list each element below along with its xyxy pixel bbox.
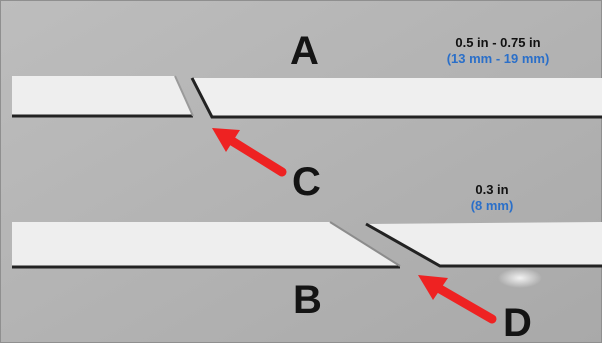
gap-b-measurement: 0.3 in (8 mm)	[452, 182, 532, 214]
arrow-d	[418, 275, 497, 324]
gap-b-metric: (8 mm)	[470, 198, 514, 213]
strip-b-left	[12, 221, 401, 269]
gap-a-measurement: 0.5 in - 0.75 in (13 mm - 19 mm)	[428, 35, 568, 67]
gap-a-metric: (13 mm - 19 mm)	[446, 51, 550, 66]
gap-a-imperial: 0.5 in - 0.75 in	[455, 35, 541, 50]
label-c: C	[292, 160, 321, 204]
gap-b-imperial: 0.3 in	[475, 182, 509, 197]
strip-a-right	[190, 77, 602, 119]
strip-b-right	[365, 222, 602, 268]
label-b: B	[293, 278, 322, 322]
label-a: A	[290, 29, 319, 73]
arrow-c	[212, 128, 287, 177]
strip-a-left	[12, 75, 194, 118]
label-d: D	[503, 301, 532, 343]
